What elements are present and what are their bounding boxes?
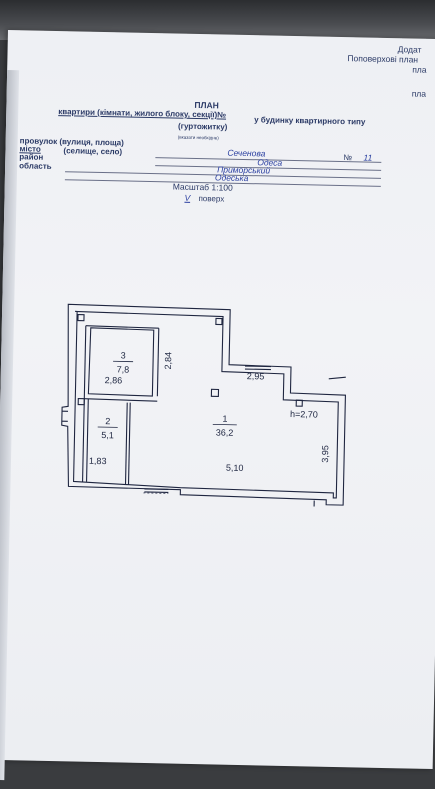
room-1-number: 1 <box>222 414 227 424</box>
room-2-area: 5,1 <box>101 430 114 440</box>
document-sheet: Додат Поповерхові план пла пла ПЛАН квар… <box>0 30 435 769</box>
dimension-3-95: 3,95 <box>320 445 330 463</box>
room-2-number: 2 <box>105 416 110 426</box>
dimension-5-10: 5,10 <box>226 463 244 473</box>
height-label: h=2,70 <box>290 409 318 420</box>
dimension-2-86: 2,86 <box>105 375 123 385</box>
room-3-area: 7,8 <box>117 364 130 374</box>
room-1-area: 36,2 <box>216 427 234 437</box>
dimension-2-84: 2,84 <box>163 352 173 370</box>
dimension-2-95: 2,95 <box>247 371 265 381</box>
floor-plan: 3 7,8 2 5,1 1 36,2 2,84 2,86 2,95 h=2,70… <box>0 30 435 769</box>
dimension-1-83: 1,83 <box>89 456 107 466</box>
room-3-number: 3 <box>121 350 126 360</box>
